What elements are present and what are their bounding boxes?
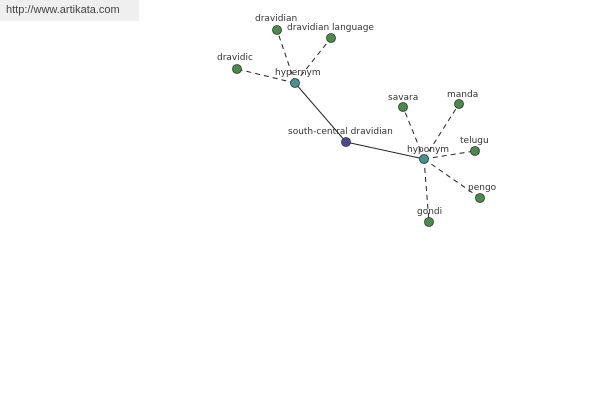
node-pengo[interactable] xyxy=(475,193,485,203)
node-label-dravidic[interactable]: dravidic xyxy=(217,53,253,63)
node-hypernym[interactable] xyxy=(290,78,300,88)
node-label-hyponym[interactable]: hyponym xyxy=(407,145,449,155)
node-label-manda[interactable]: manda xyxy=(447,90,478,100)
node-manda[interactable] xyxy=(454,99,464,109)
node-dravidic[interactable] xyxy=(232,64,242,74)
node-telugu[interactable] xyxy=(470,146,480,156)
node-dravidian[interactable] xyxy=(272,25,282,35)
edge-hyponym-pengo xyxy=(423,158,481,199)
node-savara[interactable] xyxy=(398,102,408,112)
edge-hypernym-dravidic xyxy=(236,68,296,84)
node-dravidian-language[interactable] xyxy=(326,33,336,43)
node-hyponym[interactable] xyxy=(419,154,429,164)
node-label-center[interactable]: south-central dravidian xyxy=(288,127,393,137)
node-label-dravidian-language[interactable]: dravidian language xyxy=(287,23,374,33)
edge-hypernym-dravidian-language xyxy=(294,37,332,84)
node-label-savara[interactable]: savara xyxy=(388,93,418,103)
node-gondi[interactable] xyxy=(424,217,434,227)
node-label-gondi[interactable]: gondi xyxy=(417,207,442,217)
site-url[interactable]: http://www.artikata.com xyxy=(0,0,139,21)
node-label-hypernym[interactable]: hypernym xyxy=(275,68,321,78)
node-center[interactable] xyxy=(341,137,351,147)
edge-center-hypernym xyxy=(294,82,347,143)
edge-center-hyponym xyxy=(345,141,425,160)
node-label-telugu[interactable]: telugu xyxy=(460,136,489,146)
node-label-dravidian[interactable]: dravidian xyxy=(255,14,297,24)
edge-hyponym-gondi xyxy=(423,158,430,223)
edge-hyponym-savara xyxy=(402,106,425,160)
node-label-pengo[interactable]: pengo xyxy=(468,183,497,193)
edge-hyponym-manda xyxy=(423,103,460,160)
edge-hypernym-dravidian xyxy=(276,29,296,84)
